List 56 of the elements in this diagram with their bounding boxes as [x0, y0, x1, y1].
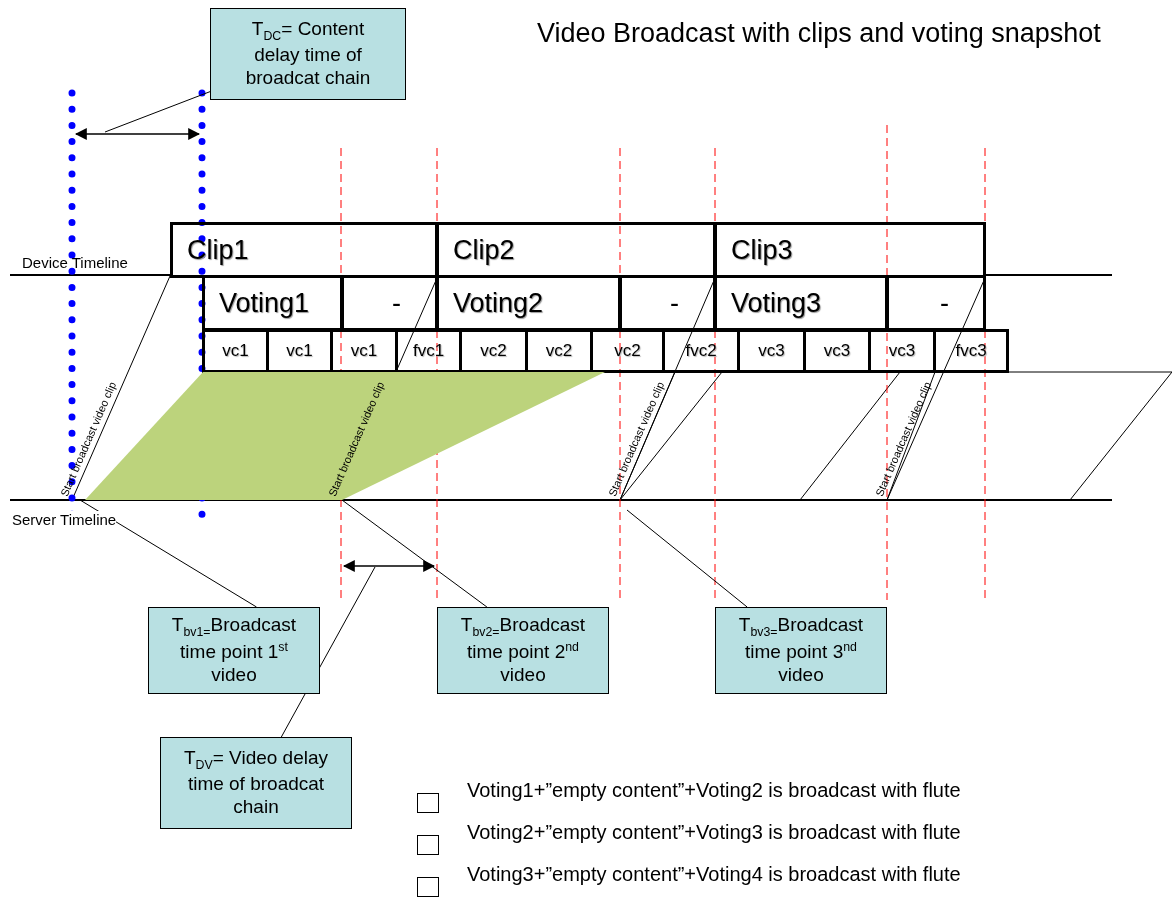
node-label: -	[940, 287, 949, 319]
diagram-title: Video Broadcast with clips and voting snapshot	[537, 18, 1101, 49]
node-label: T$_{DC}$= Content delay time of broadcat chain	[244, 18, 372, 90]
empty-segment	[619, 275, 716, 331]
video-clip-segment	[662, 329, 740, 373]
legend-label: Voting2+”empty content”+Voting3 is broadcast with flute	[467, 821, 961, 844]
node-label: vc2	[480, 341, 507, 361]
node-label: vc1	[286, 341, 313, 361]
node-label: Voting2	[453, 287, 544, 319]
video-clip-segment	[803, 329, 871, 373]
video-clip-segment	[868, 329, 936, 373]
node-label: T$_{bv2=}$Broadcast time point 2$^{nd}$ video	[459, 614, 587, 687]
leader-line	[104, 91, 211, 133]
node-label: Clip3	[731, 234, 793, 266]
node-label: Clip2	[453, 234, 515, 266]
callout-box	[160, 737, 352, 829]
node-label: Clip1	[187, 234, 249, 266]
video-clip-segment	[590, 329, 665, 373]
empty-segment	[341, 275, 438, 331]
leader-line	[79, 499, 257, 608]
node-label: T$_{bv3=}$Broadcast time point 3$^{nd}$ video	[737, 614, 865, 687]
node-label: -	[670, 287, 679, 319]
axis-label: Server Timeline	[12, 511, 117, 528]
callout-box	[715, 607, 887, 694]
node-label: vc1	[222, 341, 249, 361]
callout-box	[148, 607, 320, 694]
node-label: fvc1	[412, 341, 445, 361]
voting-segment	[436, 275, 621, 331]
leader-line	[626, 509, 748, 608]
axis-label: Device Timeline	[22, 254, 128, 271]
empty-segment	[886, 275, 986, 331]
legend-label: Voting1+”empty content”+Voting2 is broadcast with flute	[467, 779, 961, 802]
video-clip-segment	[933, 329, 1009, 373]
node-label: vc3	[888, 341, 916, 361]
node-label: vc2	[614, 341, 641, 361]
node-label: -	[392, 287, 401, 319]
voting-segment	[202, 275, 343, 331]
node-label: Voting1	[219, 287, 310, 319]
node-label: fvc3	[955, 341, 987, 361]
node-label: Voting3	[731, 287, 822, 319]
clip-segment	[436, 222, 716, 278]
clip-segment	[170, 222, 438, 278]
voting-segment	[714, 275, 888, 331]
node-label: T$_{bv1=}$Broadcast time point 1$^{st}$ video	[170, 614, 298, 687]
node-label: vc2	[545, 341, 573, 361]
node-label: vc3	[758, 341, 785, 361]
clip-segment	[714, 222, 986, 278]
callout-box	[210, 8, 406, 100]
node-label: vc3	[823, 341, 851, 361]
node-label: vc1	[350, 341, 378, 361]
leader-line	[341, 499, 488, 608]
node-label: fvc2	[685, 341, 717, 361]
legend-label: Voting3+”empty content”+Voting4 is broadcast with flute	[467, 863, 961, 886]
node-label: T$_{DV}$= Video delay time of broadcat chain	[182, 747, 330, 819]
callout-box	[437, 607, 609, 694]
video-clip-segment	[737, 329, 806, 373]
